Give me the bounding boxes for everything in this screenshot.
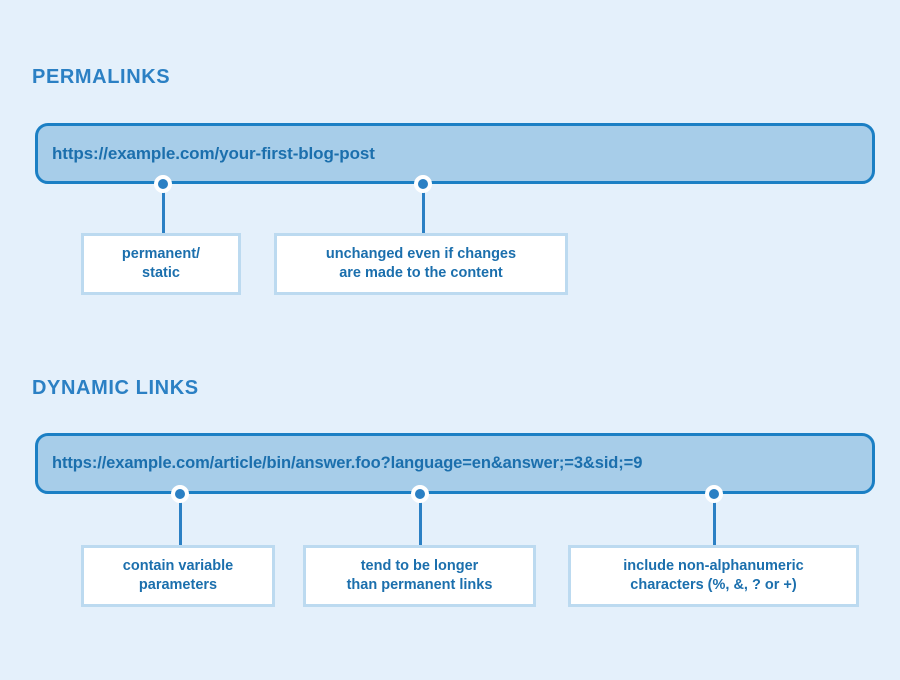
callout-line-1: permanent/ xyxy=(121,246,201,263)
callout-text-dynamic-1: contain variable parameters xyxy=(115,557,241,594)
section-heading-permalinks: PERMALINKS xyxy=(32,66,171,88)
url-bar-dynamic: https://example.com/article/bin/answer.f… xyxy=(35,433,875,494)
callout-line-2: are made to the content xyxy=(339,265,503,281)
callout-line-1: tend to be longer xyxy=(360,558,479,575)
connector-dot-dynamic-2 xyxy=(411,485,429,503)
connector-stem-dynamic-2 xyxy=(419,494,422,546)
callout-text-permalink-2: unchanged even if changes are made to th… xyxy=(318,245,524,282)
url-text-permalink: https://example.com/your-first-blog-post xyxy=(52,143,375,163)
callout-box-dynamic-2: tend to be longer than permanent links xyxy=(303,545,536,607)
callout-text-permalink-1: permanent/ static xyxy=(114,245,208,282)
url-text-dynamic: https://example.com/article/bin/answer.f… xyxy=(52,454,643,472)
callout-box-dynamic-3: include non-alphanumeric characters (%, … xyxy=(568,545,859,607)
callout-line-1: unchanged even if changes xyxy=(325,246,517,263)
connector-stem-permalink-1 xyxy=(162,184,165,234)
callout-line-2: than permanent links xyxy=(346,577,493,593)
callout-text-dynamic-3: include non-alphanumeric characters (%, … xyxy=(615,557,811,594)
callout-line-1: contain variable xyxy=(122,558,234,575)
section-heading-dynamic-links: DYNAMIC LINKS xyxy=(32,377,199,399)
connector-stem-dynamic-1 xyxy=(179,494,182,546)
connector-stem-dynamic-3 xyxy=(713,494,716,546)
connector-dot-dynamic-1 xyxy=(171,485,189,503)
callout-box-permalink-1: permanent/ static xyxy=(81,233,241,295)
callout-line-1: include non-alphanumeric xyxy=(623,558,804,575)
connector-dot-permalink-2 xyxy=(414,175,432,193)
callout-box-permalink-2: unchanged even if changes are made to th… xyxy=(274,233,568,295)
callout-box-dynamic-1: contain variable parameters xyxy=(81,545,275,607)
callout-line-2: static xyxy=(142,265,180,281)
connector-stem-permalink-2 xyxy=(422,184,425,234)
connector-dot-permalink-1 xyxy=(154,175,172,193)
connector-dot-dynamic-3 xyxy=(705,485,723,503)
url-bar-permalink: https://example.com/your-first-blog-post xyxy=(35,123,875,184)
callout-line-2: characters (%, &, ? or +) xyxy=(630,577,797,593)
callout-text-dynamic-2: tend to be longer than permanent links xyxy=(339,557,501,594)
callout-line-2: parameters xyxy=(138,577,218,593)
